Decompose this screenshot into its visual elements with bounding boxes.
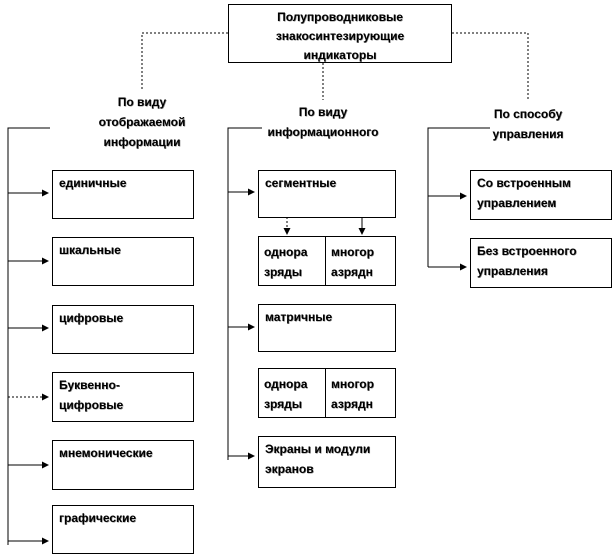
- item-built-in-control: Со встроенным управлением: [470, 170, 612, 220]
- item-graphic: графические: [52, 505, 194, 554]
- item-scale: шкальные: [52, 237, 194, 286]
- item-screens-modules: Экраны и модули экранов: [258, 436, 396, 488]
- root-title-line-2: знакосинтезирующие: [275, 29, 405, 43]
- root-title-line-3: индикаторы: [303, 48, 377, 62]
- branch-header-display-type: По виду отображаемой информации: [98, 95, 186, 149]
- item-digital: цифровые: [52, 305, 194, 354]
- matrix-sub-pair: однора зряды многор азрядн: [258, 368, 396, 418]
- root-box: Полупроводниковые знакосинтезирующие инд…: [228, 4, 452, 63]
- item-matrix: матричные: [258, 304, 396, 352]
- item-mnemonic: мнемонические: [52, 440, 194, 490]
- item-alphanumeric: Буквенно-цифровые: [52, 372, 194, 422]
- matrix-sub-multi-digit: многор азрядн: [331, 377, 374, 411]
- segment-sub-pair: однора зряды многор азрядн: [258, 236, 396, 286]
- segment-sub-multi-digit: многор азрядн: [331, 245, 374, 279]
- matrix-sub-single-digit: однора зряды: [259, 369, 326, 417]
- item-no-built-in-control: Без встроенного управления: [470, 238, 612, 288]
- root-title-line-1: Полупроводниковые: [277, 10, 403, 24]
- branch-header-info-type: По виду информационного: [267, 105, 379, 139]
- branch-header-control-method: По способу управления: [492, 107, 564, 141]
- item-segment: сегментные: [258, 170, 396, 218]
- segment-sub-single-digit: однора зряды: [259, 237, 326, 285]
- item-unit: единичные: [52, 170, 194, 219]
